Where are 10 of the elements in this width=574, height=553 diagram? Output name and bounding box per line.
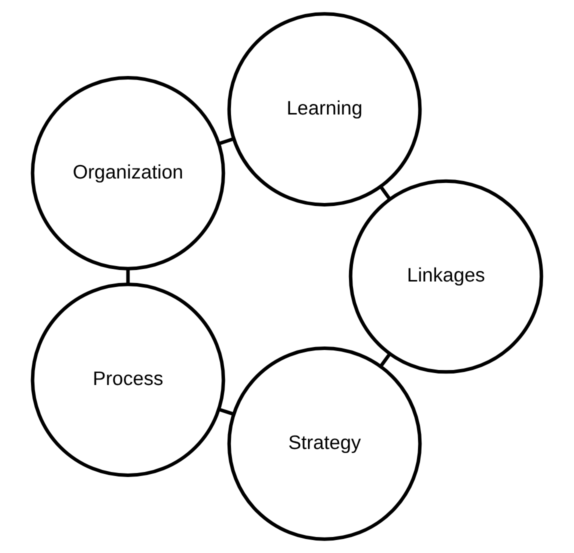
connector <box>218 408 234 416</box>
node-circle: Organization <box>30 76 226 270</box>
connector <box>380 352 392 368</box>
connector <box>218 137 234 146</box>
connector <box>126 269 130 284</box>
connector <box>379 186 392 200</box>
node-circle: Learning <box>227 12 422 206</box>
node-circle: Linkages <box>348 179 544 374</box>
node-circle: Process <box>30 282 226 477</box>
node-circle: Strategy <box>227 346 422 541</box>
